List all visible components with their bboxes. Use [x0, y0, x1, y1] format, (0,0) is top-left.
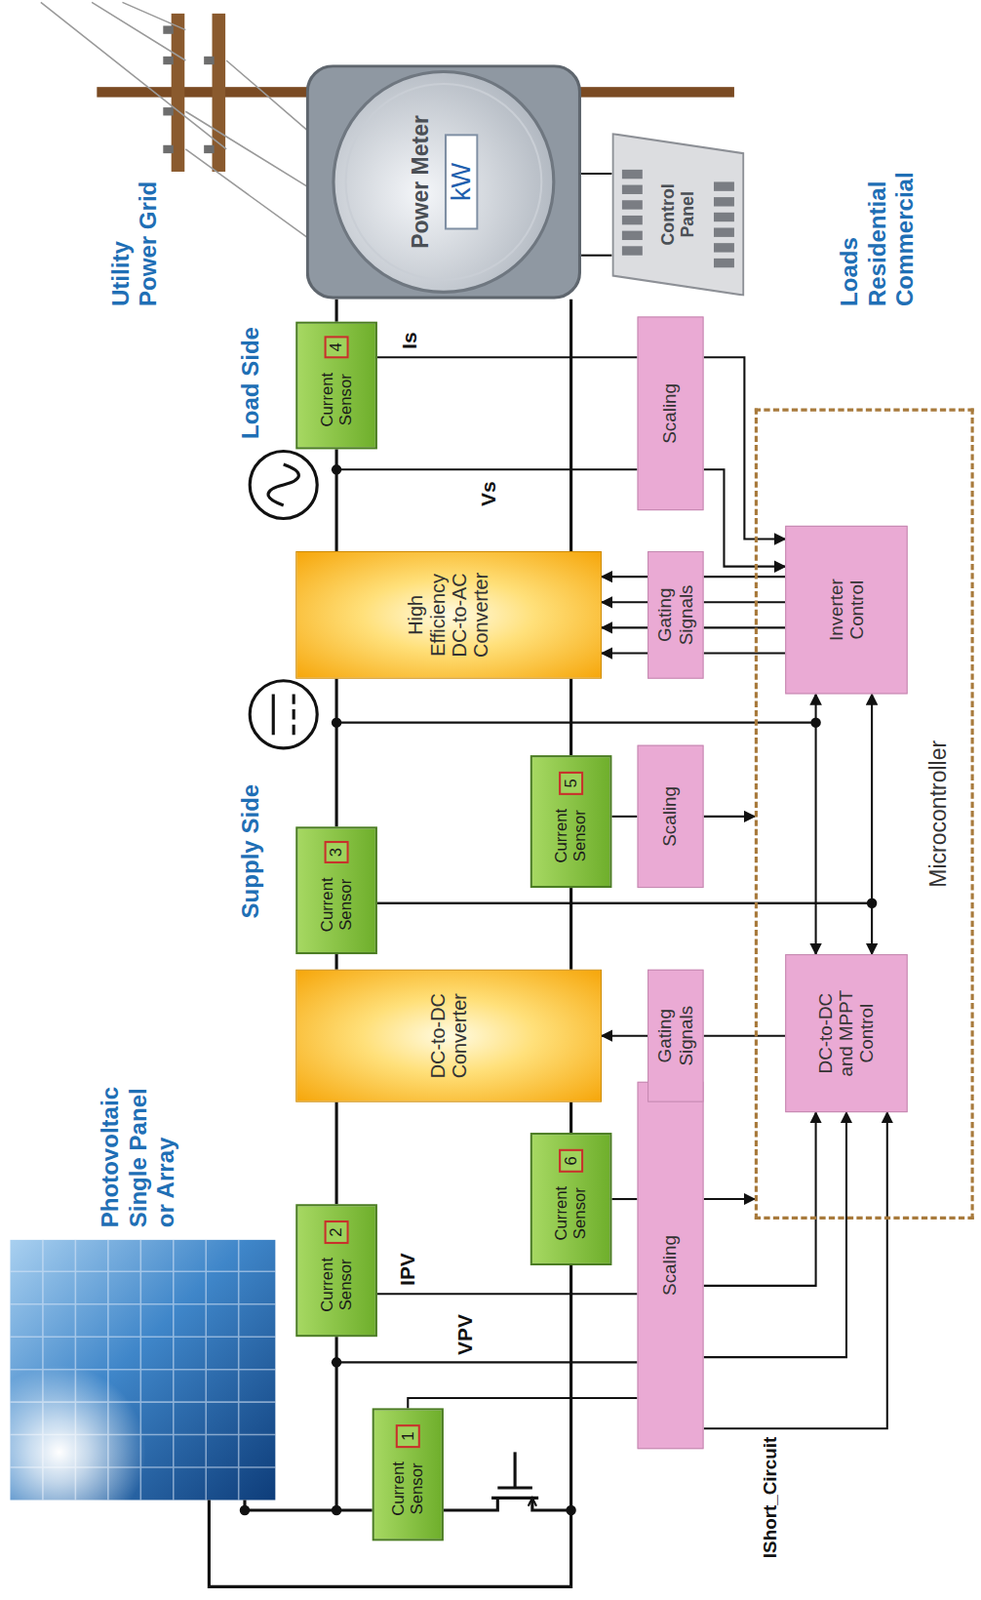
power-wire: [335, 678, 339, 827]
callout-number: 3: [324, 839, 349, 864]
mosfet-symbol: [491, 1451, 539, 1505]
power-wire: [335, 448, 339, 551]
signal-line: [377, 693, 872, 903]
ac-symbol: [249, 450, 317, 518]
signal-line: [704, 356, 786, 539]
node-text: Control Panel: [659, 176, 699, 253]
controller-group: MicrocontrollerDC-to-DC and MPPT Control…: [754, 408, 975, 1219]
signal-line: [704, 652, 786, 655]
signal-line: [601, 575, 648, 578]
node-text: Gating Signals: [655, 579, 697, 651]
converter-box: High Efficiency DC-to-AC Converter: [295, 550, 602, 679]
signal-name: IPV: [395, 1252, 421, 1286]
current-sensor: Current Sensor 5: [530, 754, 613, 888]
signal-line: [601, 626, 648, 628]
signal-line: [704, 1111, 847, 1357]
converter-box: DC-to-DC Converter: [295, 969, 602, 1102]
node-text: Inverter Control: [825, 558, 867, 662]
power-wire: [569, 678, 573, 755]
current-sensor: Current Sensor 4: [295, 321, 378, 450]
signal-line: [704, 575, 786, 578]
signal-line: [704, 626, 786, 628]
node-text: Power Meter: [408, 115, 434, 249]
node-text: Gating Signals: [655, 999, 697, 1071]
signal-line: [704, 1197, 755, 1200]
node-text: Current Sensor: [317, 868, 354, 941]
callout-number: 4: [324, 335, 349, 359]
node-text: High Efficiency DC-to-AC Converter: [405, 563, 493, 667]
current-sensor: Current Sensor 3: [295, 825, 378, 954]
signal-line: [377, 1292, 638, 1295]
region-label: Photovoltaic Single Panel or Array: [96, 1068, 180, 1227]
node-text: DC-to-DC Converter: [427, 979, 471, 1092]
process-box: Scaling: [637, 1081, 705, 1449]
signal-line: [581, 254, 612, 257]
pv-panel-photo: [0, 1239, 275, 1538]
node-text: Current Sensor: [317, 363, 354, 435]
signal-line: [704, 1111, 817, 1286]
node-text: Current Sensor: [552, 799, 589, 871]
callout-number: 1: [395, 1423, 420, 1448]
signal-line: [581, 172, 612, 175]
signal-line: [601, 1034, 648, 1037]
process-box: Scaling: [637, 745, 705, 888]
signal-line: [377, 355, 638, 358]
region-label: Supply Side: [236, 784, 265, 919]
callout-number: 6: [558, 1148, 583, 1173]
signal-line: [377, 902, 872, 954]
signal-line: [611, 815, 637, 818]
node-text: Scaling: [660, 383, 681, 444]
signal-line: [407, 1397, 637, 1408]
region-label: Utility Power Grid: [107, 173, 163, 307]
callout-number: 5: [558, 771, 583, 795]
power-wire: [569, 299, 573, 551]
signal-name: Is: [397, 331, 423, 349]
current-sensor: Current Sensor 1: [372, 1407, 444, 1540]
signal-line: [704, 1034, 786, 1037]
node-text: Current Sensor: [390, 1451, 427, 1524]
power-wire: [569, 1101, 573, 1133]
node-text: kW: [444, 134, 479, 231]
power-wire: [335, 299, 339, 322]
signal-line: [704, 1111, 888, 1428]
process-box: Gating Signals: [647, 550, 705, 679]
callout-number: 2: [324, 1219, 349, 1244]
process-box: Scaling: [637, 315, 705, 511]
current-sensor: Current Sensor 6: [530, 1132, 613, 1265]
node-text: Scaling: [660, 785, 681, 847]
junction-dots: [239, 464, 878, 1515]
node-text: Microcontroller: [927, 740, 953, 888]
signal-line: [601, 600, 648, 603]
node-text: Scaling: [660, 1234, 681, 1295]
signal-line: [601, 652, 648, 655]
node-text: Current Sensor: [552, 1177, 589, 1249]
region-label: Load Side: [236, 326, 265, 439]
power-wire: [569, 887, 573, 970]
process-box: Inverter Control: [784, 525, 907, 695]
signal-name: IShort_Circuit: [759, 1436, 782, 1590]
region-label: Loads Residential Commercial: [836, 122, 920, 307]
node-text: Current Sensor: [317, 1248, 354, 1320]
power-wire: [335, 1101, 339, 1205]
power-meter: Power Meter kW: [306, 64, 582, 300]
process-box: DC-to-DC and MPPT Control: [784, 953, 907, 1112]
power-wire: [335, 953, 339, 970]
signal-line: [611, 1197, 637, 1200]
signal-name: Vs: [476, 480, 502, 507]
signal-line: [815, 693, 818, 954]
power-wires: [208, 1264, 571, 1586]
dc-symbol: [249, 680, 317, 748]
node-text: DC-to-DC and MPPT Control: [815, 981, 877, 1085]
signal-line: [704, 600, 786, 603]
current-sensor: Current Sensor 2: [295, 1203, 378, 1336]
signal-name: VPV: [453, 1313, 478, 1355]
signal-line: [704, 815, 755, 818]
control-panel: Control Panel: [611, 132, 745, 296]
process-box: Gating Signals: [647, 969, 705, 1102]
